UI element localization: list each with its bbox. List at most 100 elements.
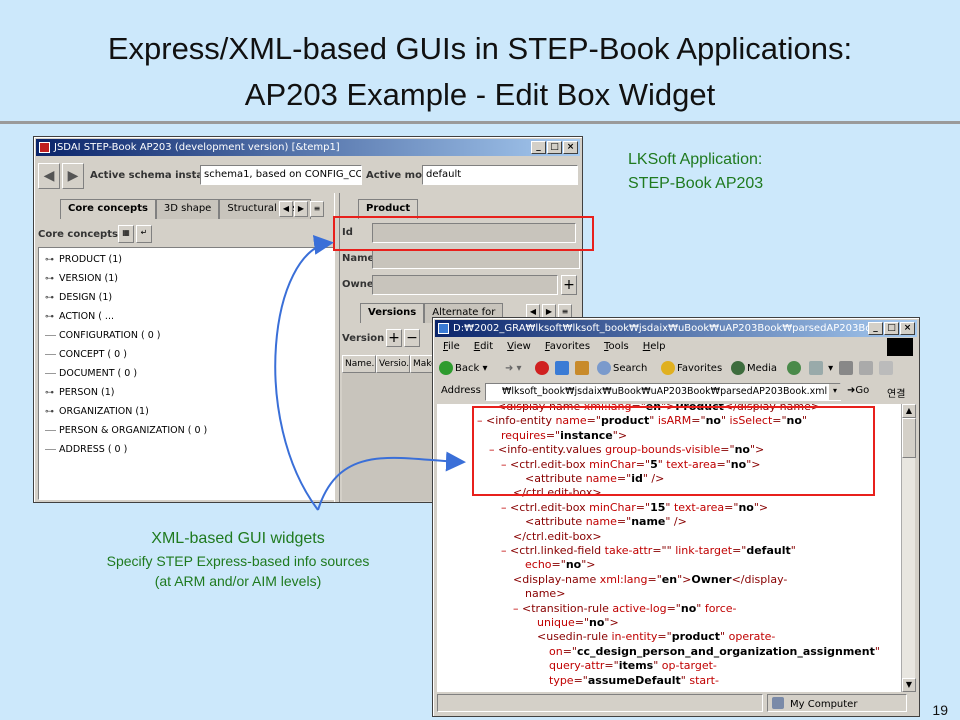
id-label: Id: [342, 227, 353, 238]
media-button[interactable]: Media: [731, 358, 777, 380]
expand-key-icon: ⊶: [45, 312, 54, 322]
scroll-down-icon[interactable]: ▼: [902, 678, 916, 692]
app-note: LKSoft Application: STEP-Book AP203: [628, 148, 763, 196]
xml-line: type="assumeDefault" start-: [549, 673, 719, 687]
tab-versions[interactable]: Versions: [360, 303, 425, 323]
stop-icon[interactable]: [535, 358, 551, 380]
expand-key-icon: ⊶: [45, 407, 54, 417]
tree-item-label: DOCUMENT ( 0 ): [56, 368, 138, 379]
tree-item[interactable]: ⊶ ACTION ( ...: [45, 311, 114, 322]
return-icon[interactable]: ↵: [136, 225, 152, 243]
tree-item[interactable]: CONCEPT ( 0 ): [45, 349, 127, 360]
tab-scroll-left-icon[interactable]: ◀: [279, 201, 293, 217]
scroll-up-icon[interactable]: ▲: [902, 404, 916, 418]
jsdai-titlebar: JSDAI STEP-Book AP203 (development versi…: [36, 139, 580, 156]
menu-icon[interactable]: ≡: [310, 201, 324, 217]
model-field[interactable]: default: [422, 165, 578, 185]
tree-item[interactable]: ⊶ DESIGN (1): [45, 292, 112, 303]
close-button[interactable]: ×: [563, 141, 578, 154]
xml-line: requires="instance">: [501, 428, 628, 442]
jsdai-toolbar: ◀ ▶ Active schema instance: schema1, bas…: [38, 161, 578, 191]
tree-item-label: ORGANIZATION (1): [56, 406, 149, 417]
panel-label: Core concepts: [38, 229, 118, 240]
browser-close-button[interactable]: ×: [900, 322, 915, 335]
expand-key-icon: ⊶: [45, 388, 54, 398]
xml-line: echo="no">: [525, 558, 596, 572]
tab-3d-shape[interactable]: 3D shape: [155, 199, 220, 219]
status-bar: My Computer: [435, 692, 917, 714]
add-owner-button[interactable]: +: [561, 275, 577, 295]
scroll-thumb[interactable]: [902, 418, 916, 458]
address-input[interactable]: ₩lksoft_book₩jsdaix₩uBook₩uAP203Book₩par…: [485, 383, 841, 401]
tree-item[interactable]: DOCUMENT ( 0 ): [45, 368, 137, 379]
go-label: Go: [855, 385, 870, 396]
splitter[interactable]: [334, 193, 340, 502]
xml-line: <attribute name="id" />: [525, 472, 665, 485]
column-header-version[interactable]: Versio...: [376, 355, 410, 373]
expand-key-icon: ⊶: [45, 274, 54, 284]
vertical-scrollbar[interactable]: ▲ ▼: [901, 404, 916, 692]
discuss-icon[interactable]: [879, 358, 895, 380]
tree-item[interactable]: ⊶ PRODUCT (1): [45, 254, 122, 265]
schema-field[interactable]: schema1, based on CONFIG_CONTR: [200, 165, 362, 185]
mail-icon[interactable]: ▾: [809, 358, 833, 380]
search-label: Search: [613, 363, 648, 374]
xml-line: <display-name xml:lang="en">Product</dis…: [497, 404, 821, 413]
tree-item[interactable]: CONFIGURATION ( 0 ): [45, 330, 161, 341]
history-icon[interactable]: [787, 358, 803, 380]
tree-item[interactable]: ADDRESS ( 0 ): [45, 444, 127, 455]
tree-item-label: DESIGN (1): [56, 292, 113, 303]
edit-icon[interactable]: [859, 358, 875, 380]
menu-view[interactable]: View: [507, 341, 531, 352]
links-label[interactable]: 연결: [887, 389, 906, 400]
caption-line3: (at ARM and/or AIM levels): [154, 573, 322, 589]
folder-icon[interactable]: ▦: [118, 225, 134, 243]
tree-item-label: PRODUCT (1): [56, 254, 123, 265]
address-dropdown-icon[interactable]: ▾: [829, 384, 841, 400]
left-tabs: Core concepts 3D shape Structural view: [60, 199, 312, 219]
print-icon[interactable]: [839, 358, 855, 380]
favorites-label: Favorites: [677, 363, 723, 374]
home-icon[interactable]: [575, 358, 591, 380]
subtab-scroll-right-icon[interactable]: ▶: [542, 304, 556, 320]
xml-line: query-attr="items" op-target-: [549, 659, 717, 673]
maximize-button[interactable]: □: [547, 141, 562, 154]
go-button[interactable]: ➜Go: [847, 385, 870, 396]
tab-core-concepts[interactable]: Core concepts: [60, 199, 156, 219]
id-field[interactable]: [372, 223, 576, 243]
slide-title-line1: Express/XML-based GUIs in STEP-Book Appl…: [107, 31, 853, 66]
forward-button[interactable]: ➜ ▾: [505, 363, 522, 374]
menu-favorites[interactable]: Favorites: [544, 341, 591, 352]
schema-label: Active schema instance:: [90, 170, 227, 181]
menu-file[interactable]: File: [443, 341, 460, 352]
add-version-button[interactable]: +: [386, 329, 402, 347]
forward-arrow-icon[interactable]: ▶: [62, 163, 84, 189]
tree-item[interactable]: ⊶ ORGANIZATION (1): [45, 406, 149, 417]
xml-line: – <ctrl.linked-field take-attr="" link-t…: [501, 544, 796, 557]
tree-item[interactable]: ⊶ VERSION (1): [45, 273, 118, 284]
remove-version-button[interactable]: −: [404, 329, 420, 347]
tab-product[interactable]: Product: [358, 199, 419, 219]
back-button[interactable]: Back ▾: [439, 358, 487, 380]
menu-edit[interactable]: Edit: [473, 341, 494, 352]
browser-maximize-button[interactable]: □: [884, 322, 899, 335]
tree-item[interactable]: ⊶ PERSON (1): [45, 387, 114, 398]
column-header-name[interactable]: Name...: [342, 355, 376, 373]
minimize-button[interactable]: _: [531, 141, 546, 154]
search-button[interactable]: Search: [597, 358, 647, 380]
menu-tools[interactable]: Tools: [604, 341, 629, 352]
tree-line: [45, 449, 56, 450]
app-note-line2: STEP-Book AP203: [628, 175, 764, 192]
back-arrow-icon[interactable]: ◀: [38, 163, 60, 189]
tree-item[interactable]: PERSON & ORGANIZATION ( 0 ): [45, 425, 207, 436]
caption-line2: Specify STEP Express-based info sources: [106, 553, 370, 569]
refresh-icon[interactable]: [555, 358, 571, 380]
name-field[interactable]: [372, 249, 580, 269]
favorites-button[interactable]: Favorites: [661, 358, 722, 380]
tab-scroll-right-icon[interactable]: ▶: [294, 201, 308, 217]
slide-title: Express/XML-based GUIs in STEP-Book Appl…: [0, 26, 960, 118]
owner-field[interactable]: [372, 275, 558, 295]
xml-line: </ctrl.edit-box>: [513, 486, 602, 500]
menu-help[interactable]: Help: [642, 341, 666, 352]
browser-minimize-button[interactable]: _: [868, 322, 883, 335]
